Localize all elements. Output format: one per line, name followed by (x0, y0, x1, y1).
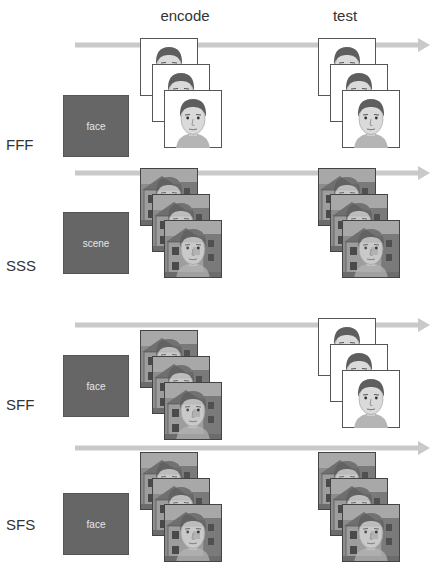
condition-label: SFS (6, 517, 35, 534)
condition-label: FFF (6, 137, 34, 154)
cue-text: face (87, 381, 106, 392)
condition-label: SSS (6, 258, 36, 275)
cue-text: scene (83, 238, 110, 249)
condition-label: SFF (6, 397, 34, 414)
column-header: test (333, 8, 357, 25)
cue-text: face (87, 519, 106, 530)
cue-box: face (63, 95, 129, 157)
cue-box: face (63, 493, 129, 555)
cue-text: face (87, 121, 106, 132)
cue-box: scene (63, 212, 129, 274)
cue-box: face (63, 355, 129, 417)
column-header: encode (160, 8, 209, 25)
